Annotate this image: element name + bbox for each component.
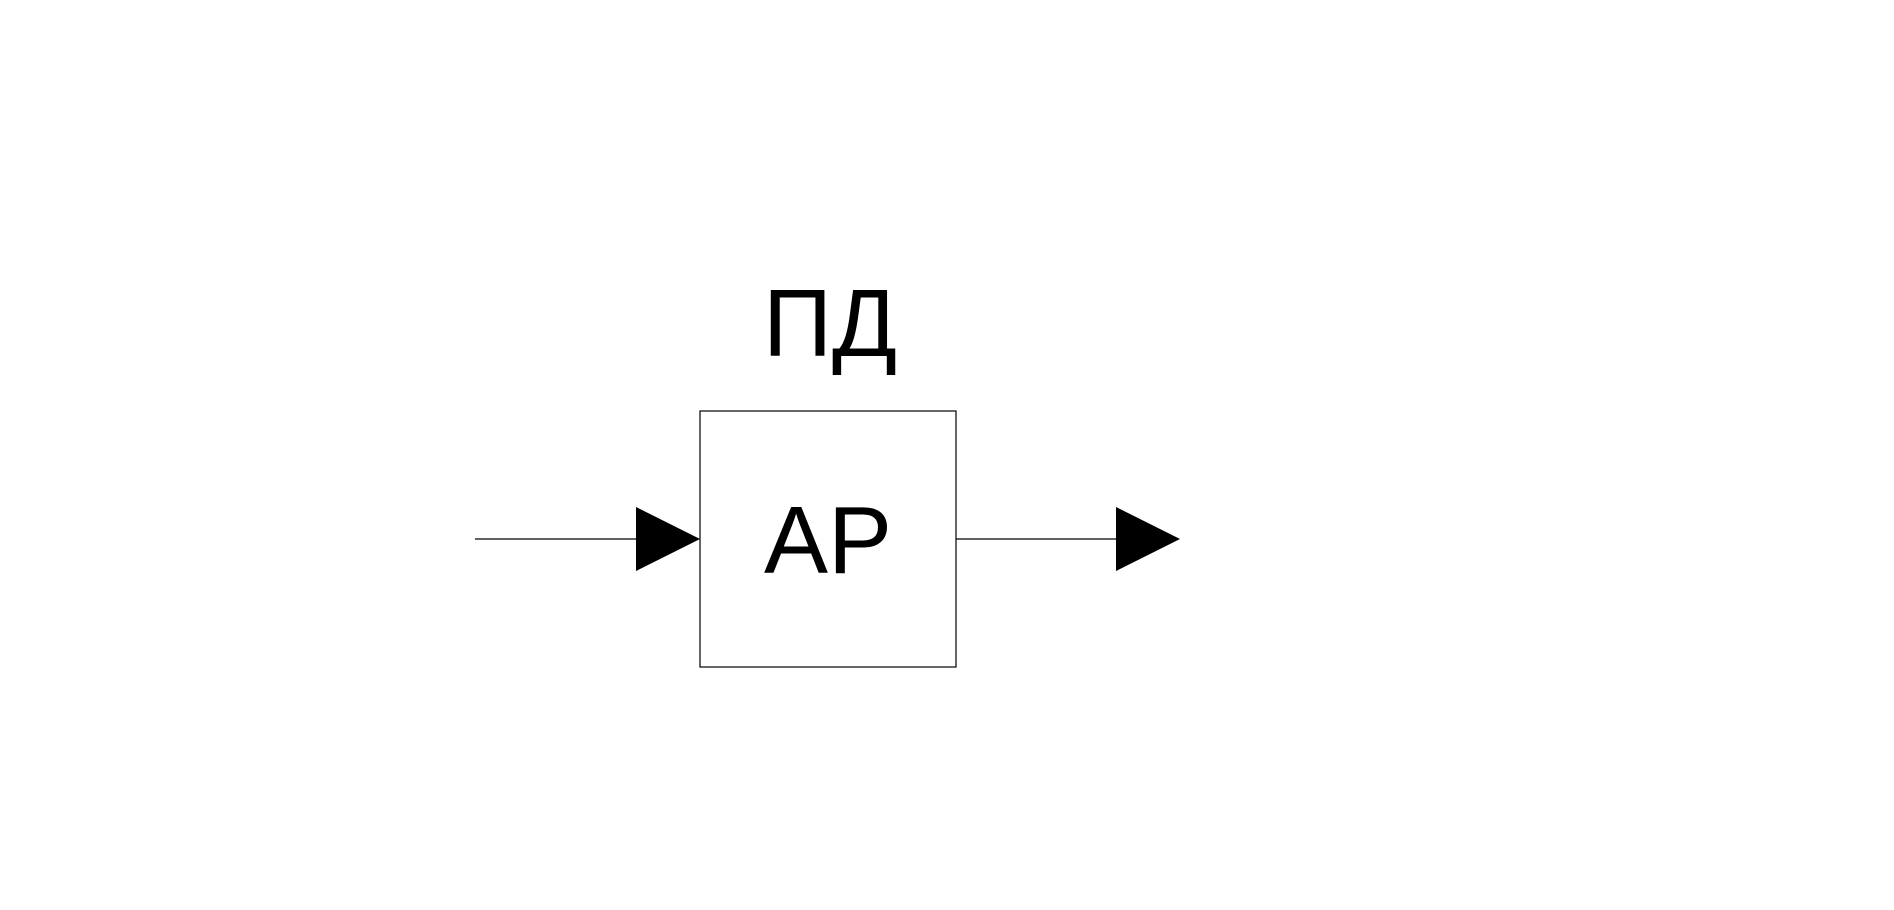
- input-arrowhead: [636, 507, 700, 571]
- input-connector: [475, 507, 700, 571]
- output-arrowhead: [1116, 507, 1180, 571]
- block-label: АР: [764, 487, 892, 594]
- output-connector: [956, 507, 1180, 571]
- top-label: ПД: [763, 270, 897, 377]
